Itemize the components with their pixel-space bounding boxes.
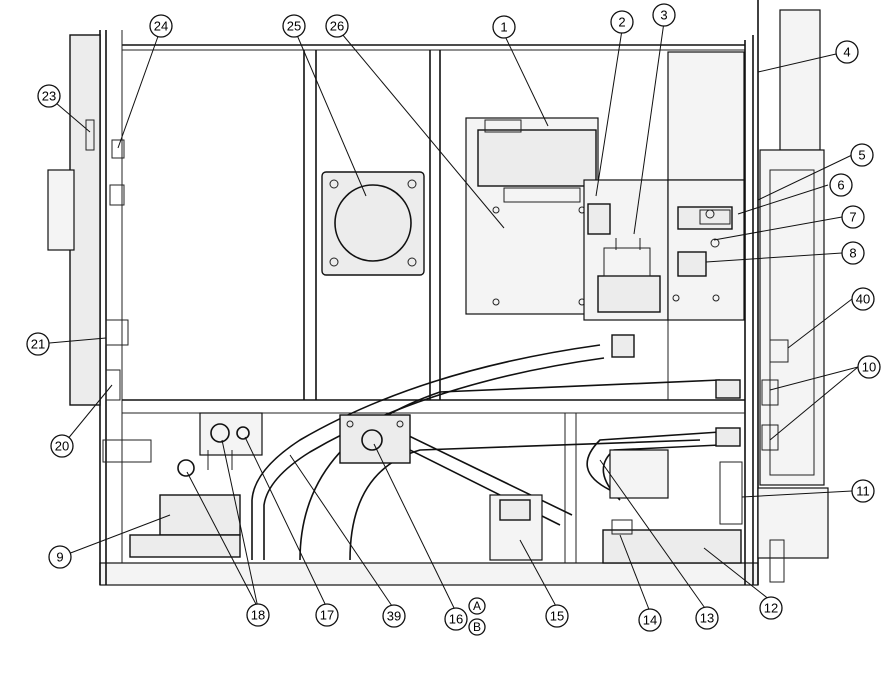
callout-4: 4 [835, 40, 859, 64]
right-side-panel [757, 9, 829, 583]
callout-circle [48, 545, 72, 569]
callout-circle [652, 3, 676, 27]
callout-leaders [37, 21, 859, 613]
callout-circle [149, 14, 173, 38]
callout-circle [857, 355, 881, 379]
callout-number: 39 [387, 609, 401, 624]
callout-number: 26 [330, 19, 344, 34]
callout-number: 3 [660, 8, 667, 23]
callout-number: 15 [550, 609, 564, 624]
callout-number: 2 [618, 15, 625, 30]
callout-number: 9 [56, 550, 63, 565]
callout-13: 13 [695, 606, 719, 630]
callout-circle [50, 434, 74, 458]
callout-40: 40 [851, 287, 875, 311]
callout-circle [382, 604, 406, 628]
callout-circle [468, 618, 486, 636]
callout-circle [835, 40, 859, 64]
callout-number: 12 [764, 601, 778, 616]
callout-21: 21 [26, 332, 50, 356]
callout-24: 24 [149, 14, 173, 38]
callout-number: 25 [287, 19, 301, 34]
blower-mount-plate [321, 171, 425, 276]
callout-6: 6 [829, 173, 853, 197]
callout-number: 16 [449, 612, 463, 627]
callout-number: B [473, 620, 481, 634]
lower-valve-group [129, 412, 263, 558]
callout-number: 4 [843, 45, 850, 60]
callout-39: 39 [382, 604, 406, 628]
callout-14: 14 [638, 608, 662, 632]
callout-circle [851, 287, 875, 311]
callout-circle [610, 10, 634, 34]
callout-number: 6 [837, 178, 844, 193]
callout-7: 7 [841, 205, 865, 229]
callout-12: 12 [759, 596, 783, 620]
gas-valve-assembly [339, 414, 411, 464]
callout-1: 1 [492, 15, 516, 39]
callout-16: 16 [444, 607, 468, 631]
callout-number: 1 [500, 20, 507, 35]
callout-16-sub-b: B [468, 618, 486, 636]
callout-10: 10 [857, 355, 881, 379]
callout-16-sub-a: A [468, 597, 486, 615]
callout-11: 11 [851, 479, 875, 503]
callout-15: 15 [545, 604, 569, 628]
callout-number: 10 [862, 360, 876, 375]
callout-number: 5 [858, 148, 865, 163]
callout-circle [841, 241, 865, 265]
callout-number: 18 [251, 608, 265, 623]
bottom-modules [489, 449, 743, 564]
callout-number: 8 [849, 246, 856, 261]
callout-number: 13 [700, 611, 714, 626]
callout-circle [638, 608, 662, 632]
callout-2: 2 [610, 10, 634, 34]
callout-20: 20 [50, 434, 74, 458]
callout-circle [492, 15, 516, 39]
callout-number: 17 [320, 608, 334, 623]
callout-23: 23 [37, 84, 61, 108]
callout-circle [545, 604, 569, 628]
front-door-panel [47, 34, 152, 463]
control-board-assembly [465, 117, 599, 315]
callout-number: 20 [55, 439, 69, 454]
callout-circle [841, 205, 865, 229]
callout-circle [444, 607, 468, 631]
callout-number: A [473, 599, 481, 613]
callout-number: 14 [643, 613, 657, 628]
callout-number: 7 [849, 210, 856, 225]
callout-circle [468, 597, 486, 615]
transformer-assembly [583, 179, 669, 321]
callout-number: 24 [154, 19, 168, 34]
callout-circle [315, 603, 339, 627]
callout-circle [851, 479, 875, 503]
callout-circle [829, 173, 853, 197]
callout-number: 23 [42, 89, 56, 104]
callout-circle [325, 14, 349, 38]
callout-3: 3 [652, 3, 676, 27]
callout-number: 21 [31, 337, 45, 352]
callout-circle [282, 14, 306, 38]
callout-8: 8 [841, 241, 865, 265]
callout-number: 40 [856, 292, 870, 307]
callout-25: 25 [282, 14, 306, 38]
callout-circle [37, 84, 61, 108]
callout-18: 18 [246, 603, 270, 627]
callout-circle [695, 606, 719, 630]
callout-circle [246, 603, 270, 627]
callout-5: 5 [850, 143, 874, 167]
callout-circle [26, 332, 50, 356]
callout-circle [850, 143, 874, 167]
callout-number: 11 [856, 484, 870, 499]
callout-26: 26 [325, 14, 349, 38]
callout-circle [759, 596, 783, 620]
switch-panel [667, 51, 745, 321]
callout-17: 17 [315, 603, 339, 627]
callout-circles: 1 2 3 4 5 6 7 8 40 10 11 12 13 14 15 16 … [26, 3, 881, 636]
callout-9: 9 [48, 545, 72, 569]
